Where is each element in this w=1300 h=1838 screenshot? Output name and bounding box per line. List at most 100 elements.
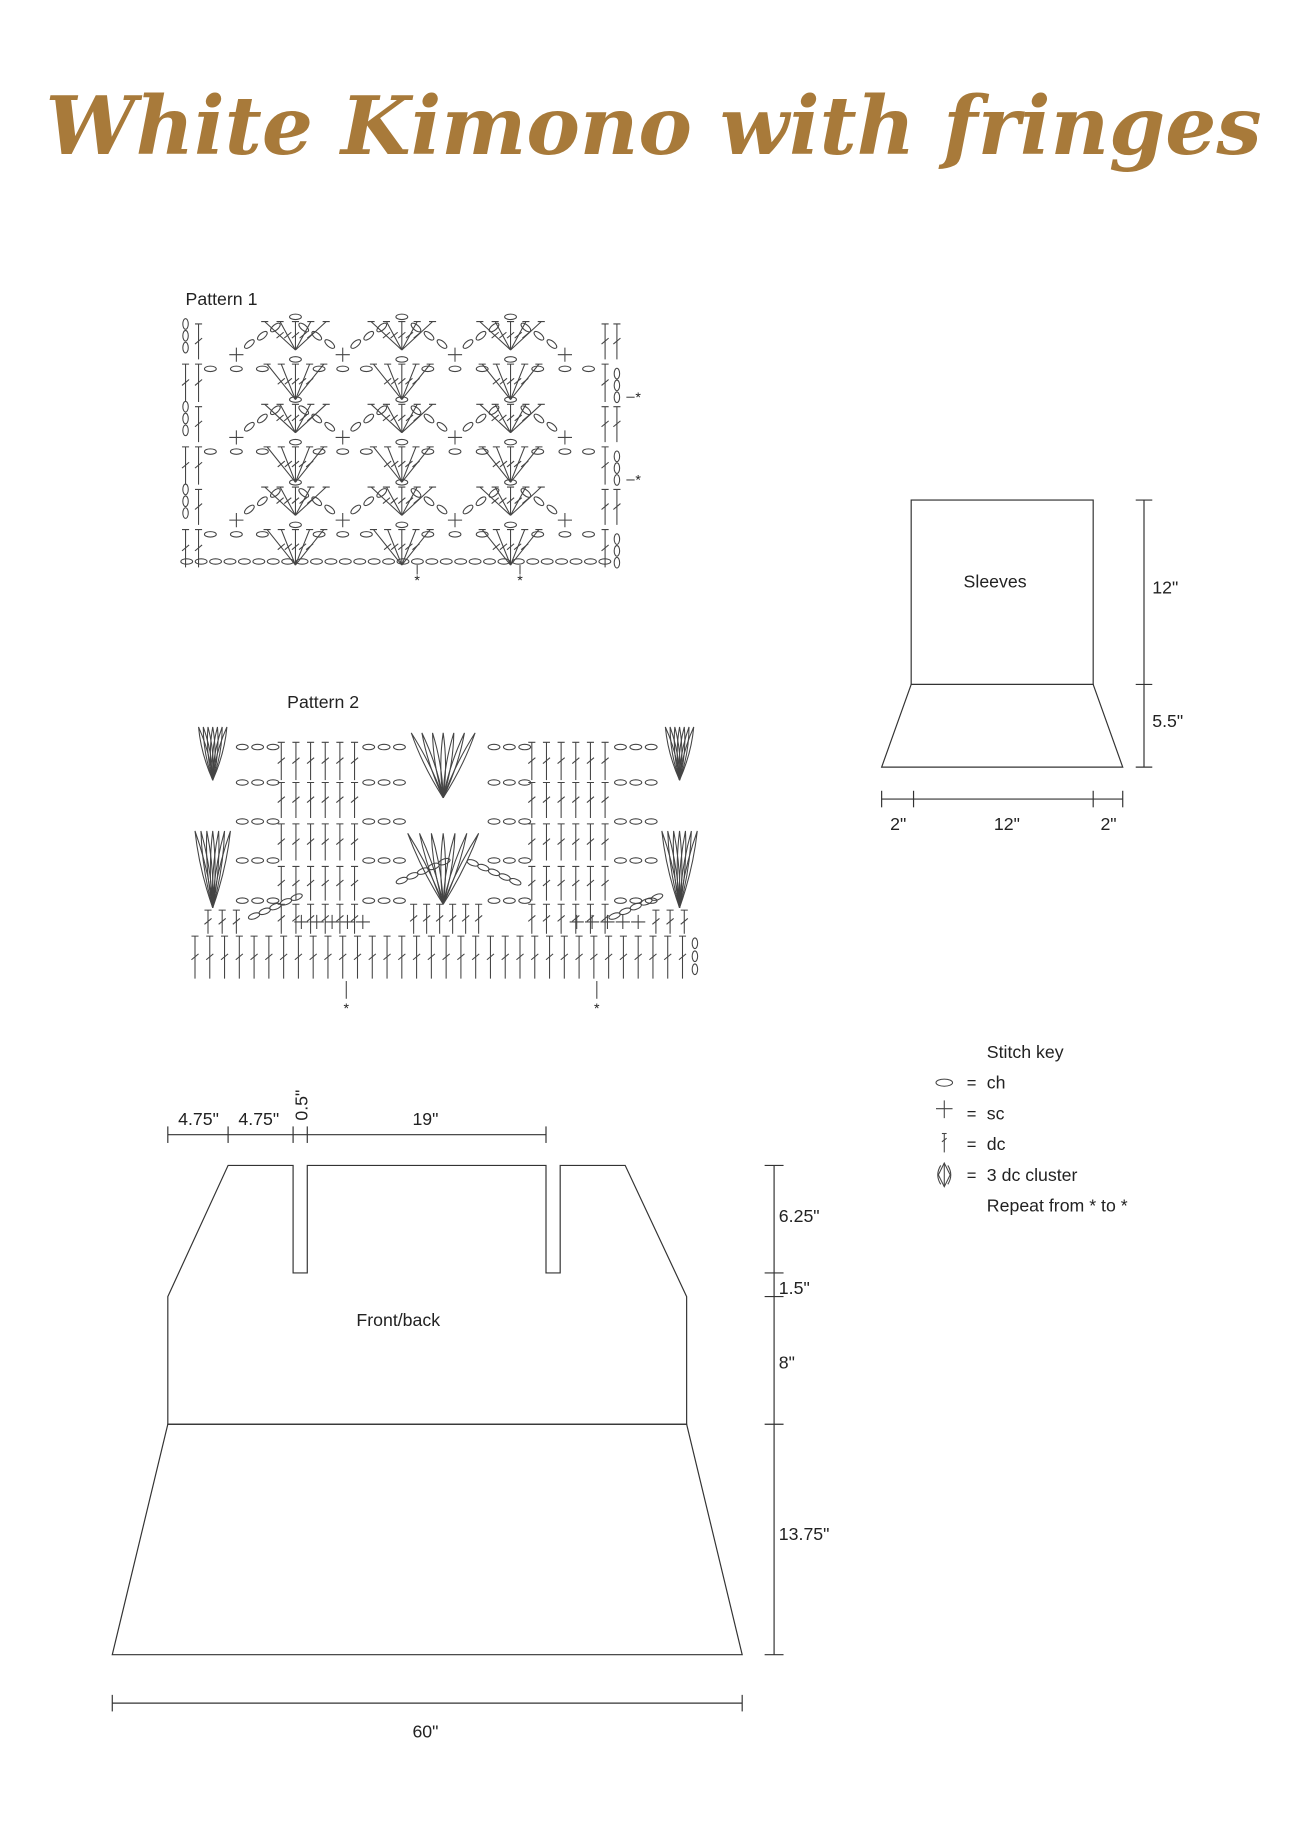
chain-stitch (540, 558, 554, 565)
body-height-label: 8" (779, 1353, 795, 1373)
chain-stitch (582, 531, 595, 538)
chain-stitch (324, 421, 336, 432)
chain-stitch (691, 937, 699, 950)
chain-stitch (350, 421, 362, 432)
double-crochet-bar (474, 915, 483, 922)
double-crochet-bar (405, 543, 413, 551)
chain-stitch (502, 779, 516, 786)
double-crochet-bar (586, 838, 595, 845)
sleeve-right-flare-label: 2" (1100, 814, 1116, 834)
double-crochet-bar (205, 953, 214, 961)
chain-stitch (520, 322, 532, 333)
chain-stitch (436, 504, 448, 515)
dc-cluster (440, 833, 447, 905)
chain-stitch (182, 424, 189, 437)
chain-stitch (251, 897, 265, 904)
sleeve-horizontal-dimension (881, 790, 1124, 808)
dc-cluster (212, 830, 226, 908)
chain-stitch (182, 318, 189, 330)
double-crochet-bar (501, 953, 510, 961)
chain-stitch (298, 322, 310, 333)
chain-stitch (421, 365, 435, 373)
double-crochet-bar (292, 879, 300, 887)
double-crochet-bar (601, 544, 609, 552)
double-crochet-bar (277, 879, 286, 887)
chain-stitch (487, 779, 501, 786)
double-crochet-bar (601, 757, 609, 764)
chain-stitch (312, 448, 326, 455)
chain-stitch (614, 897, 627, 904)
chain-stitch (462, 339, 474, 349)
chain-stitch (311, 330, 323, 341)
neck-width-label: 19" (412, 1109, 438, 1129)
front-back-label: Front/back (356, 1310, 440, 1330)
double-crochet-bar (324, 953, 332, 961)
double-crochet-bar (284, 543, 293, 551)
chain-stitch (203, 531, 217, 538)
chain-stitch (531, 531, 545, 538)
double-crochet (295, 446, 328, 483)
repeat-marker: * (635, 390, 641, 406)
eq: = (967, 1135, 977, 1154)
double-crochet (369, 363, 403, 400)
double-crochet-bar (277, 838, 286, 845)
eq: = (967, 1166, 977, 1185)
chain-stitch (531, 365, 545, 373)
double-crochet-bar (405, 331, 414, 339)
chain-stitch (558, 448, 572, 455)
double-crochet (294, 363, 314, 400)
chain-stitch (520, 405, 532, 416)
chain-stitch (395, 396, 409, 403)
double-crochet-bar (571, 796, 580, 803)
double-crochet-bar (264, 953, 273, 961)
chain-stitch (363, 413, 375, 424)
chain-stitch (488, 488, 500, 498)
chain-stitch (613, 462, 621, 474)
chain-stitch (269, 405, 281, 416)
double-crochet-bar (571, 879, 580, 887)
double-crochet-bar (294, 953, 303, 961)
double-crochet-bar (498, 414, 507, 422)
double-crochet-bar (306, 838, 315, 845)
double-crochet-bar (560, 953, 569, 961)
double-crochet-bar (292, 796, 300, 803)
chain-stitch (393, 857, 406, 864)
double-crochet-bar (194, 503, 203, 510)
chain-stitch (410, 558, 424, 565)
double-crochet-bar (471, 953, 480, 961)
double-crochet-bar (542, 796, 551, 803)
single-crochet (229, 430, 244, 445)
chain-stitch (256, 330, 268, 341)
sleeve-height-label: 12" (1152, 577, 1178, 597)
double-crochet-bar (506, 497, 515, 504)
double-crochet-bar (498, 331, 507, 339)
double-crochet-bar (321, 879, 330, 887)
double-crochet-bar (492, 543, 501, 551)
chain-stitch (182, 507, 189, 519)
double-crochet-bar (291, 460, 300, 468)
double-crochet-bar (516, 953, 524, 961)
single-crochet (335, 347, 350, 362)
double-crochet-bar (589, 953, 598, 961)
double-crochet-bar (277, 757, 286, 764)
chain-stitch (436, 421, 448, 432)
skirt-height-label: 13.75" (779, 1524, 830, 1544)
chain-stitch (613, 533, 621, 545)
double-crochet-bar (338, 953, 347, 961)
double-crochet-bar (492, 377, 501, 385)
chain-stitch (629, 779, 643, 786)
chain-stitch (209, 558, 223, 565)
slit-width-label: 0.5" (291, 1090, 311, 1121)
double-crochet-bar (527, 915, 536, 922)
double-crochet-bar (586, 915, 595, 922)
dc-cluster (679, 830, 692, 908)
chain-stitch (363, 330, 375, 341)
chain-stitch (243, 339, 255, 349)
chain-stitch (229, 531, 243, 538)
chain-stitch (362, 743, 376, 751)
sleeve-width-label: 12" (994, 814, 1020, 834)
double-crochet-bar (299, 497, 308, 504)
chain-stitch (518, 857, 532, 864)
chain-stitch (487, 857, 501, 864)
double-crochet-bar (232, 918, 241, 925)
